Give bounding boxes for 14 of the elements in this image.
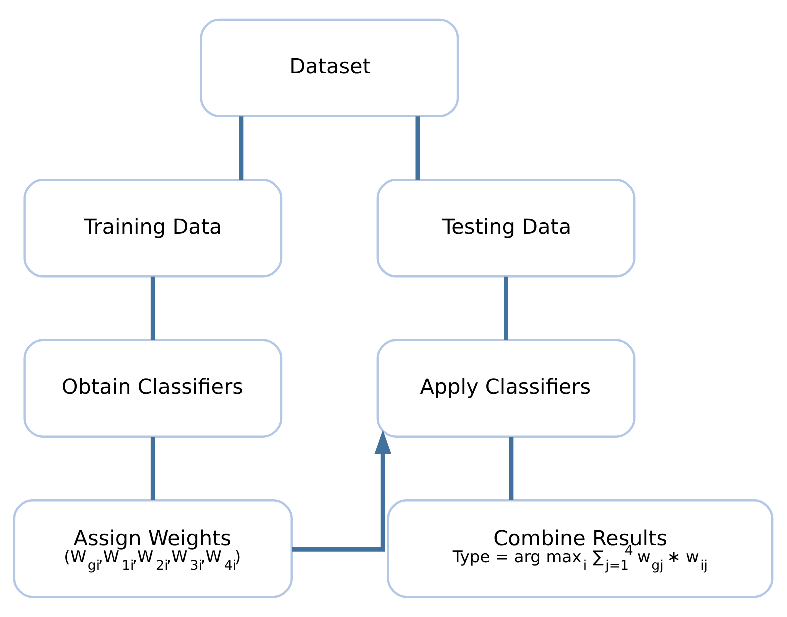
node-box: Testing Data xyxy=(376,179,636,278)
connector xyxy=(504,276,508,340)
node-box: Dataset xyxy=(200,18,460,118)
node-box: Combine Results Type = arg max$_{i}$ ∑$_{j=1}$$^{4}$ w$_{gj}$ ∗ w$_{ij}$ xyxy=(387,500,774,598)
connector xyxy=(150,437,156,500)
connector xyxy=(416,116,420,180)
node-box: Obtain Classifiers xyxy=(24,339,283,438)
node-box: Apply Classifiers xyxy=(376,339,636,438)
arrow xyxy=(292,430,392,552)
connector xyxy=(150,276,156,340)
node-box: Assign Weights (W$_{gi}$,W$_{1i}$,W$_{2i}$,W$_{3i}$,W$_{4i}$) xyxy=(13,500,293,598)
node-box: Training Data xyxy=(24,179,283,278)
connector xyxy=(239,116,244,180)
connector xyxy=(509,437,514,500)
